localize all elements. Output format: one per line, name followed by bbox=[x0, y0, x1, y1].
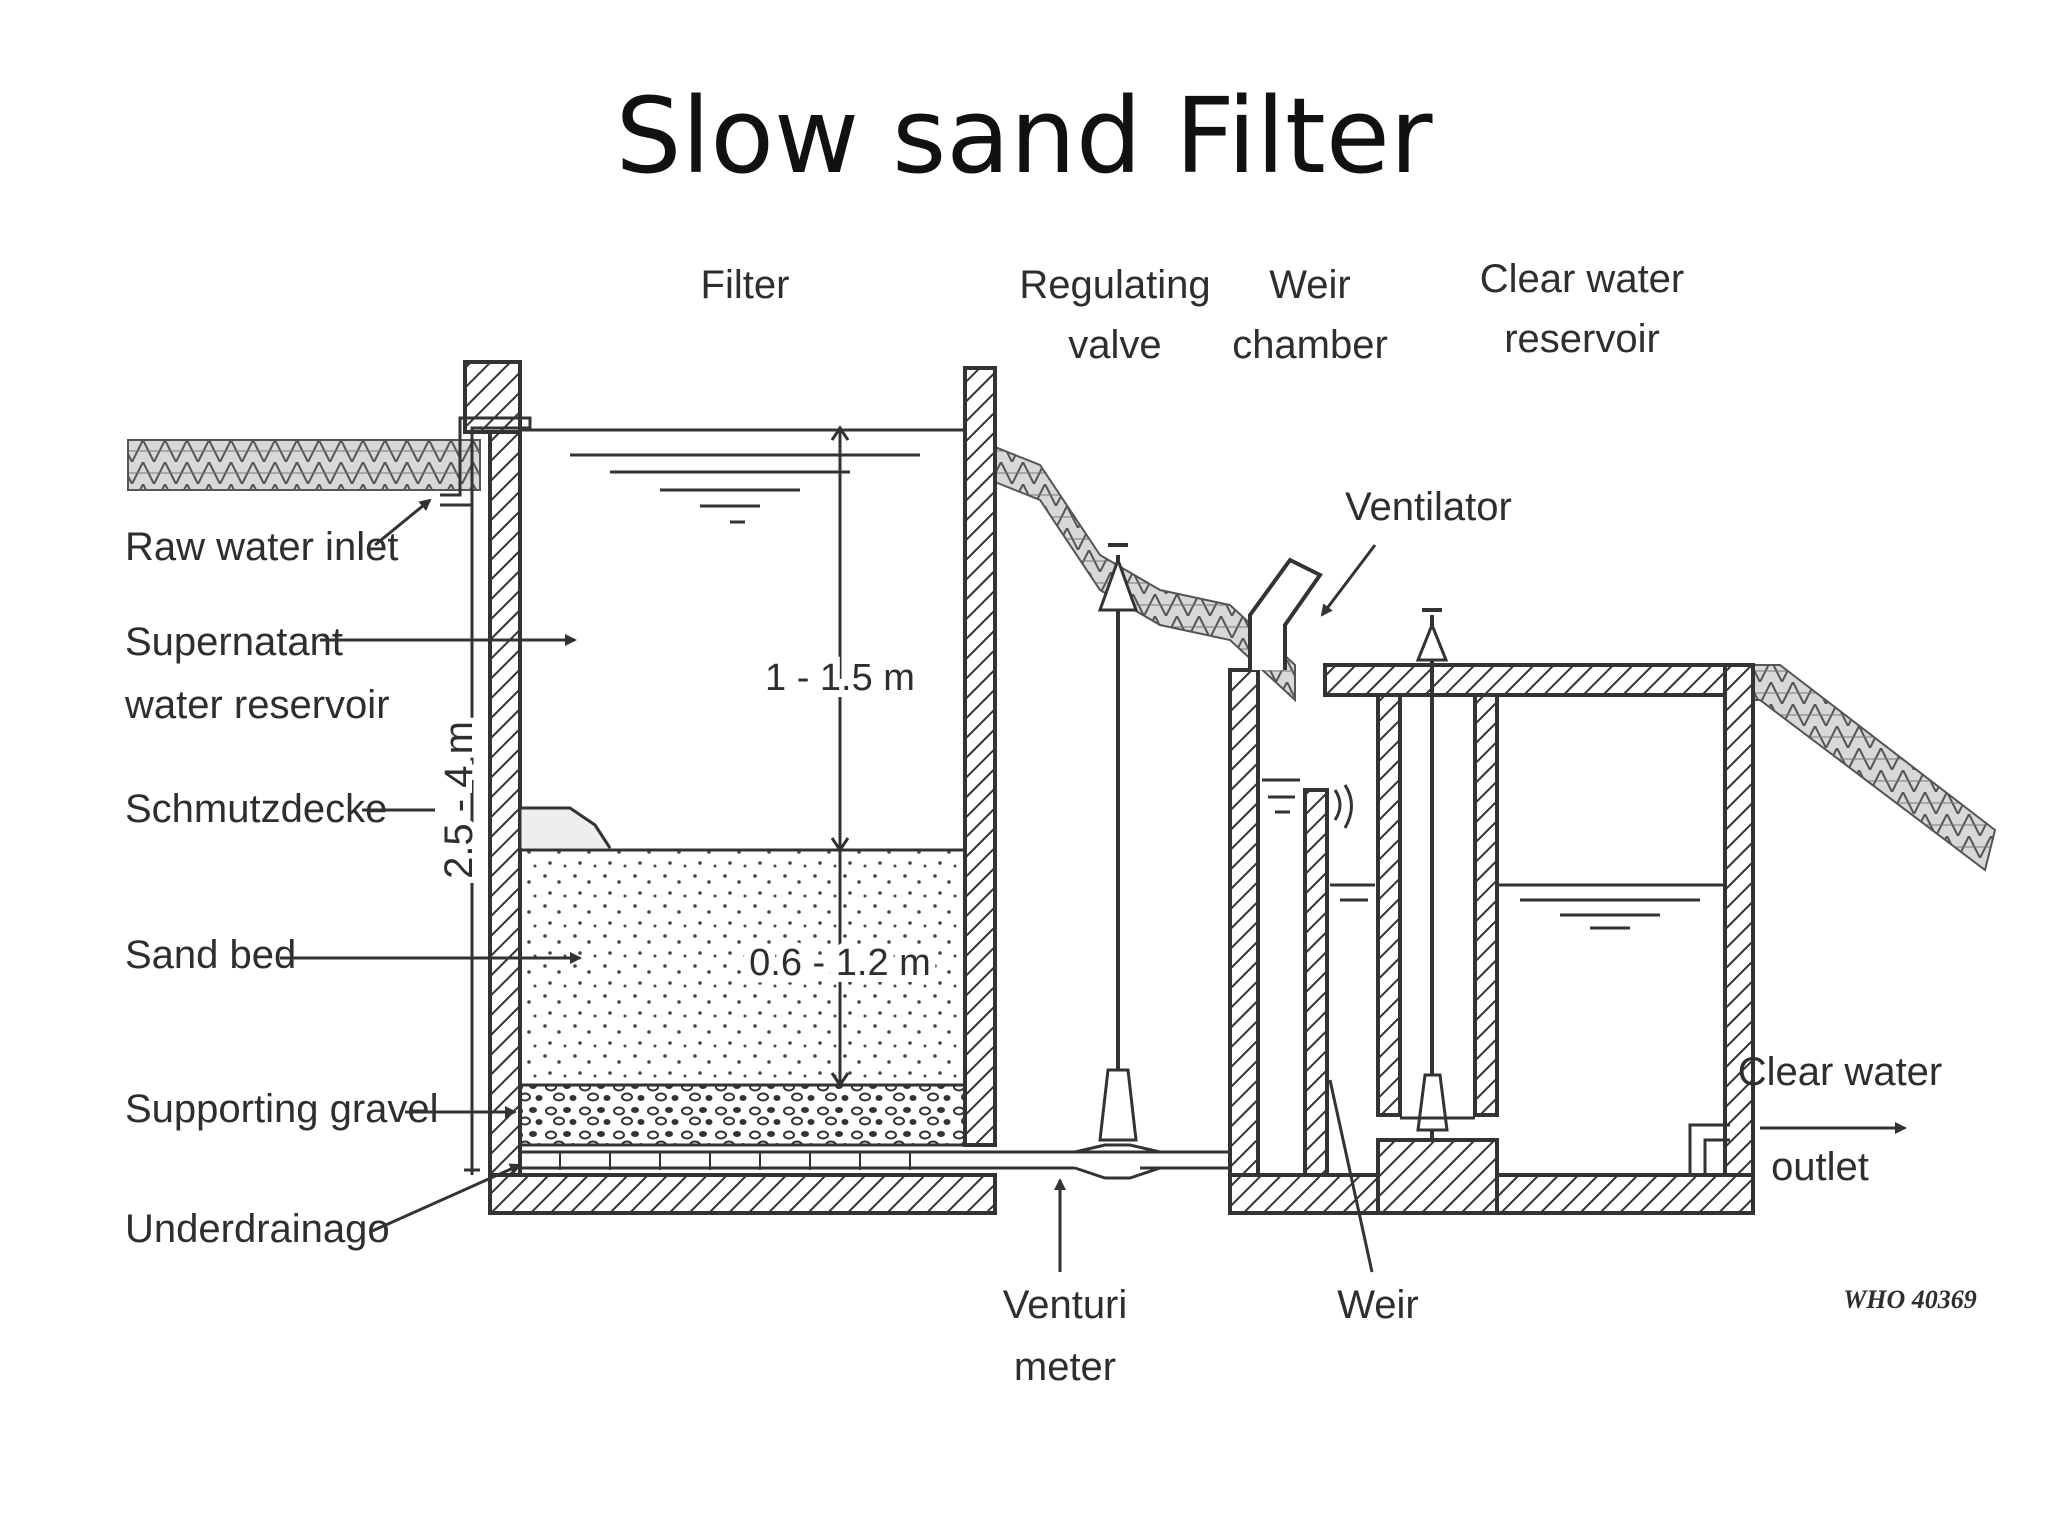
reservoir-right-wall bbox=[1723, 663, 1755, 1177]
section-label-regulating-valve-1: Regulating bbox=[1019, 263, 1210, 307]
venturi-meter bbox=[1074, 1143, 1161, 1180]
embankment-right bbox=[1724, 664, 1997, 872]
label-supporting-gravel: Supporting gravel bbox=[125, 1087, 439, 1131]
filter-right-wall bbox=[963, 366, 997, 1147]
label-weir: Weir bbox=[1337, 1283, 1418, 1327]
ventilator-pipe bbox=[1248, 557, 1323, 670]
section-label-weir-chamber-2: chamber bbox=[1232, 323, 1388, 367]
embankment-middle bbox=[989, 443, 1296, 703]
filter-gravel-layer bbox=[520, 1085, 965, 1145]
label-underdrainage: Underdrainago bbox=[125, 1207, 390, 1251]
underdrain-pipe bbox=[520, 1150, 1235, 1170]
section-label-weir-chamber-1: Weir bbox=[1269, 263, 1350, 307]
label-venturi-meter-1: Venturi bbox=[1003, 1283, 1128, 1327]
label-schmutzdecke: Schmutzdecke bbox=[125, 787, 387, 831]
label-ventilator: Ventilator bbox=[1345, 485, 1512, 529]
schmutzdecke-layer bbox=[518, 806, 612, 849]
reservoir-water-ripples bbox=[1330, 883, 1700, 930]
label-clear-water-outlet-2: outlet bbox=[1771, 1145, 1869, 1189]
dim-label-water-depth: 1 - 1.5 m bbox=[765, 657, 915, 699]
label-supernatant-2: water reservoir bbox=[124, 683, 390, 727]
reservoir-floor bbox=[1473, 1173, 1755, 1215]
dim-label-sand-depth: 0.6 - 1.2 m bbox=[749, 942, 931, 984]
filter-inlet-cap bbox=[463, 360, 522, 434]
slide-title: Slow sand Filter bbox=[615, 75, 1433, 197]
section-label-clear-water-2: reservoir bbox=[1504, 317, 1660, 361]
weir-chamber-floor bbox=[1228, 1173, 1402, 1215]
regulating-valve bbox=[1097, 543, 1139, 1142]
partition-wall-left bbox=[1376, 693, 1402, 1117]
weir-water bbox=[1262, 778, 1353, 829]
section-label-filter: Filter bbox=[701, 263, 790, 307]
filter-sand-bed bbox=[520, 850, 965, 1085]
partition-wall-right bbox=[1473, 693, 1499, 1117]
dim-label-total-depth: 2.5 - 4 m bbox=[437, 721, 481, 879]
filter-floor bbox=[488, 1173, 997, 1215]
section-label-clear-water-1: Clear water bbox=[1480, 257, 1685, 301]
label-raw-water-inlet: Raw water inlet bbox=[125, 525, 398, 569]
weir-chamber-left-wall bbox=[1228, 668, 1260, 1177]
reservoir-valve bbox=[1415, 608, 1449, 1140]
outlet-pipe bbox=[1688, 1123, 1730, 1175]
weir-wall bbox=[1303, 788, 1329, 1177]
water-surface-ripples bbox=[570, 453, 920, 524]
label-supernatant-1: Supernatant bbox=[125, 620, 343, 664]
underdrain-ticks bbox=[559, 1152, 911, 1170]
section-label-regulating-valve-2: valve bbox=[1068, 323, 1161, 367]
label-sand-bed: Sand bed bbox=[125, 933, 296, 977]
filter-left-wall bbox=[488, 428, 522, 1177]
label-venturi-meter-2: meter bbox=[1014, 1345, 1116, 1389]
figure-code: WHO 40369 bbox=[1843, 1285, 1977, 1314]
reservoir-roof bbox=[1323, 663, 1727, 697]
label-clear-water-outlet-1: Clear water bbox=[1738, 1050, 1943, 1094]
ground-left bbox=[127, 439, 481, 491]
partition-floor bbox=[1376, 1138, 1499, 1215]
